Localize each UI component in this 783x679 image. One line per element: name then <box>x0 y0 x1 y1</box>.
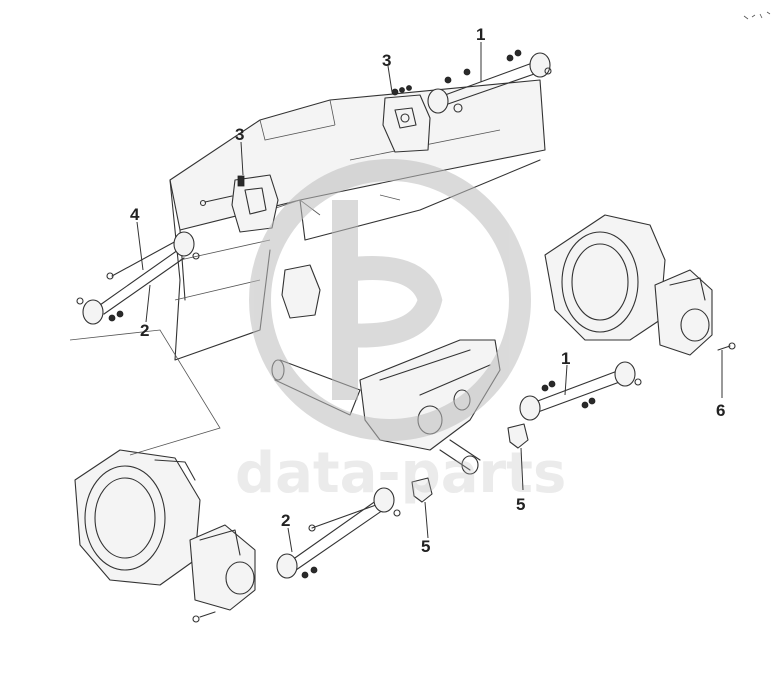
clip-right <box>507 423 529 449</box>
rear-axle-housing-left <box>74 449 256 623</box>
bracket-middle <box>199 174 279 233</box>
callout-3-top: 3 <box>382 51 391 70</box>
callouts: 1 3 3 4 2 1 6 5 2 5 <box>130 25 725 556</box>
callout-leaders <box>136 42 723 553</box>
callout-1-top: 1 <box>476 25 485 44</box>
callout-5-bottom: 5 <box>421 537 430 556</box>
watermark: data-parts <box>235 159 566 506</box>
reaction-rod-bottom <box>276 487 401 579</box>
corner-marks <box>743 11 771 20</box>
callout-2-left: 2 <box>140 321 149 340</box>
callout-2-bottom: 2 <box>281 511 290 530</box>
bracket-top <box>382 85 431 153</box>
reaction-rod-top <box>427 49 552 114</box>
clip-bottom <box>411 477 433 503</box>
reaction-rod-left <box>76 231 200 325</box>
watermark-text: data-parts <box>235 441 566 506</box>
rear-axle-housing-right <box>544 214 736 356</box>
assembly-lines <box>69 329 221 456</box>
callout-4: 4 <box>130 205 140 224</box>
callout-6: 6 <box>716 401 725 420</box>
callout-1-right: 1 <box>561 349 570 368</box>
callout-3-middle: 3 <box>235 125 244 144</box>
reaction-rod-right <box>519 361 642 421</box>
callout-5-right: 5 <box>516 495 525 514</box>
